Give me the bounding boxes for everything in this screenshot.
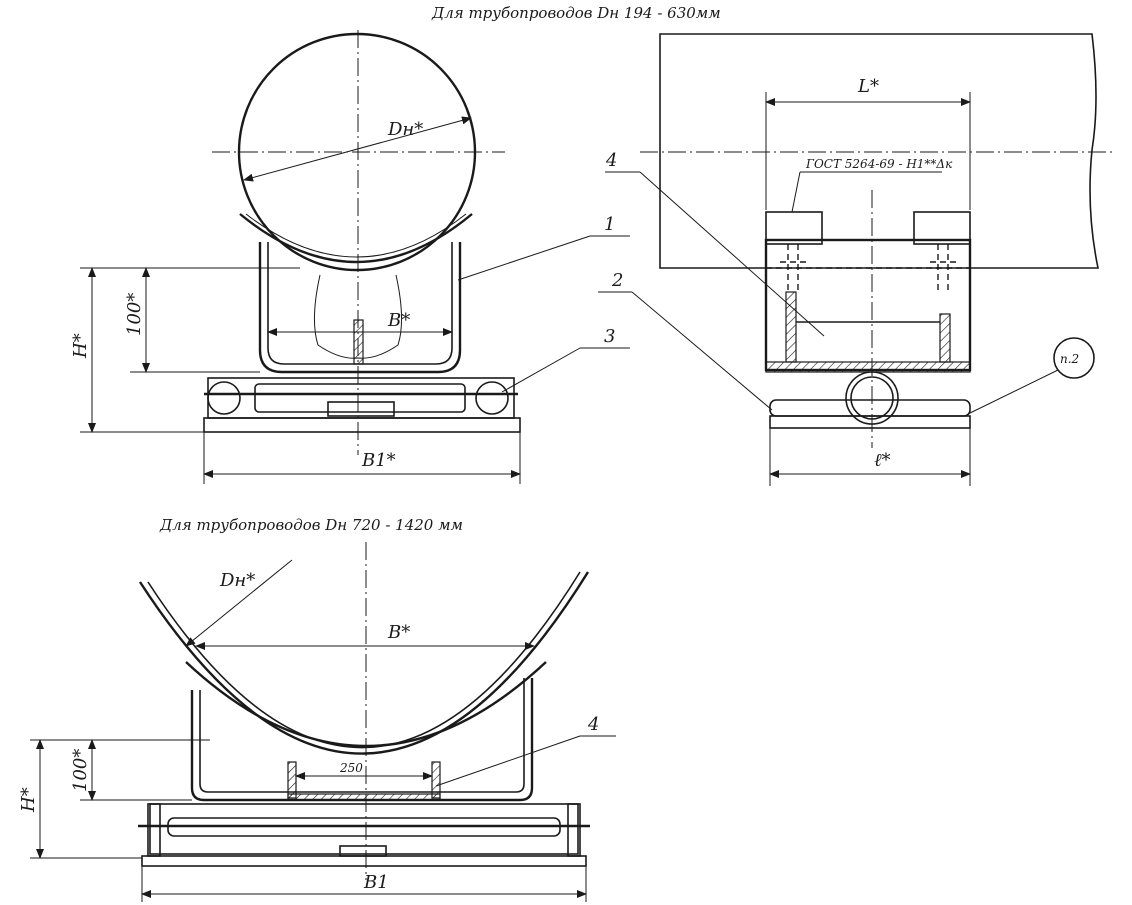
l-label: L* <box>857 76 879 97</box>
bottom-carriage <box>167 817 561 837</box>
bottom-base-plate <box>141 855 587 867</box>
bottom-part4-label: 4 <box>587 714 599 735</box>
bottom-part4-leader <box>435 735 581 787</box>
part2-label: 2 <box>611 270 623 291</box>
bottom-rib-plate <box>287 793 441 801</box>
roller-left <box>207 381 241 415</box>
gost-label: ГОСТ 5264-69 - Н1**Δк <box>805 157 953 171</box>
title-top: Для трубопроводов Dн 194 - 630мм <box>431 4 721 22</box>
roller-shaft-outer <box>845 371 899 425</box>
rib-plate <box>353 319 364 365</box>
large-pipe-arc-inner <box>147 571 581 749</box>
part1-leader <box>457 235 591 281</box>
part4-label: 4 <box>605 150 617 171</box>
note-leader <box>967 369 1059 415</box>
part3-label: 3 <box>604 326 615 347</box>
center-block <box>327 401 395 417</box>
h-label: H* <box>70 333 91 359</box>
part2-leader <box>631 291 773 411</box>
bottom-diameter-leader <box>185 559 293 647</box>
bottom-u-support-inner <box>199 678 525 793</box>
weld-block-right <box>913 211 971 245</box>
bottom-roller-frame <box>149 803 579 855</box>
part4-leader <box>639 171 825 337</box>
bottom-rib-right <box>431 761 441 799</box>
lsmall-label: ℓ* <box>874 450 891 471</box>
view-top-right: L* ГОСТ 5264-69 - Н1**Δк 4 2 п.2 <box>598 33 1115 486</box>
roller-right <box>475 381 509 415</box>
title-bottom: Для трубопроводов Dн 720 - 1420 мм <box>159 516 463 534</box>
hidden-stud-left <box>780 244 806 290</box>
base-plate <box>203 417 521 433</box>
bottom-plate <box>765 361 971 373</box>
part1-label: 1 <box>604 214 615 235</box>
h100-label: 100* <box>124 293 145 336</box>
bottom-diameter-label: Dн* <box>219 570 255 591</box>
bottom-h-label: H* <box>18 787 39 813</box>
diameter-dimension-line <box>243 116 472 182</box>
pipe-side-outline <box>659 33 1099 269</box>
view-top-left: Dн* B* 1 3 H* 100* <box>70 30 630 484</box>
side-base-plate <box>769 415 971 429</box>
dim-250-label: 250 <box>339 761 363 775</box>
gost-leader <box>791 171 801 213</box>
hidden-stud-right <box>930 244 956 290</box>
rib-right <box>939 313 951 363</box>
note-circle <box>1053 337 1095 379</box>
saddle-arc-inner <box>245 213 467 258</box>
pipe-diameter-label: Dн* <box>387 119 423 140</box>
bottom-h100-label: 100* <box>70 749 91 792</box>
large-pipe-arc <box>138 571 590 755</box>
bottom-rib-left <box>287 761 297 799</box>
pipe-circle <box>237 32 477 272</box>
roller-bar <box>769 399 971 417</box>
u-support <box>258 242 462 374</box>
bottom-saddle-arc <box>185 661 547 748</box>
saddle-arc <box>239 213 473 264</box>
bottom-b-label: B* <box>387 622 410 643</box>
bottom-b1-label: B1 <box>363 872 389 893</box>
note-label: п.2 <box>1060 352 1079 366</box>
part3-leader <box>501 347 581 393</box>
view-bottom: Dн* B* 250 4 H* 100* <box>18 542 616 902</box>
roller-shaft-inner <box>850 376 894 420</box>
b-label: B* <box>387 310 410 331</box>
carriage <box>254 383 466 413</box>
weld-block-left <box>765 211 823 245</box>
rib-left <box>785 291 797 363</box>
b1-label: B1* <box>361 450 396 471</box>
